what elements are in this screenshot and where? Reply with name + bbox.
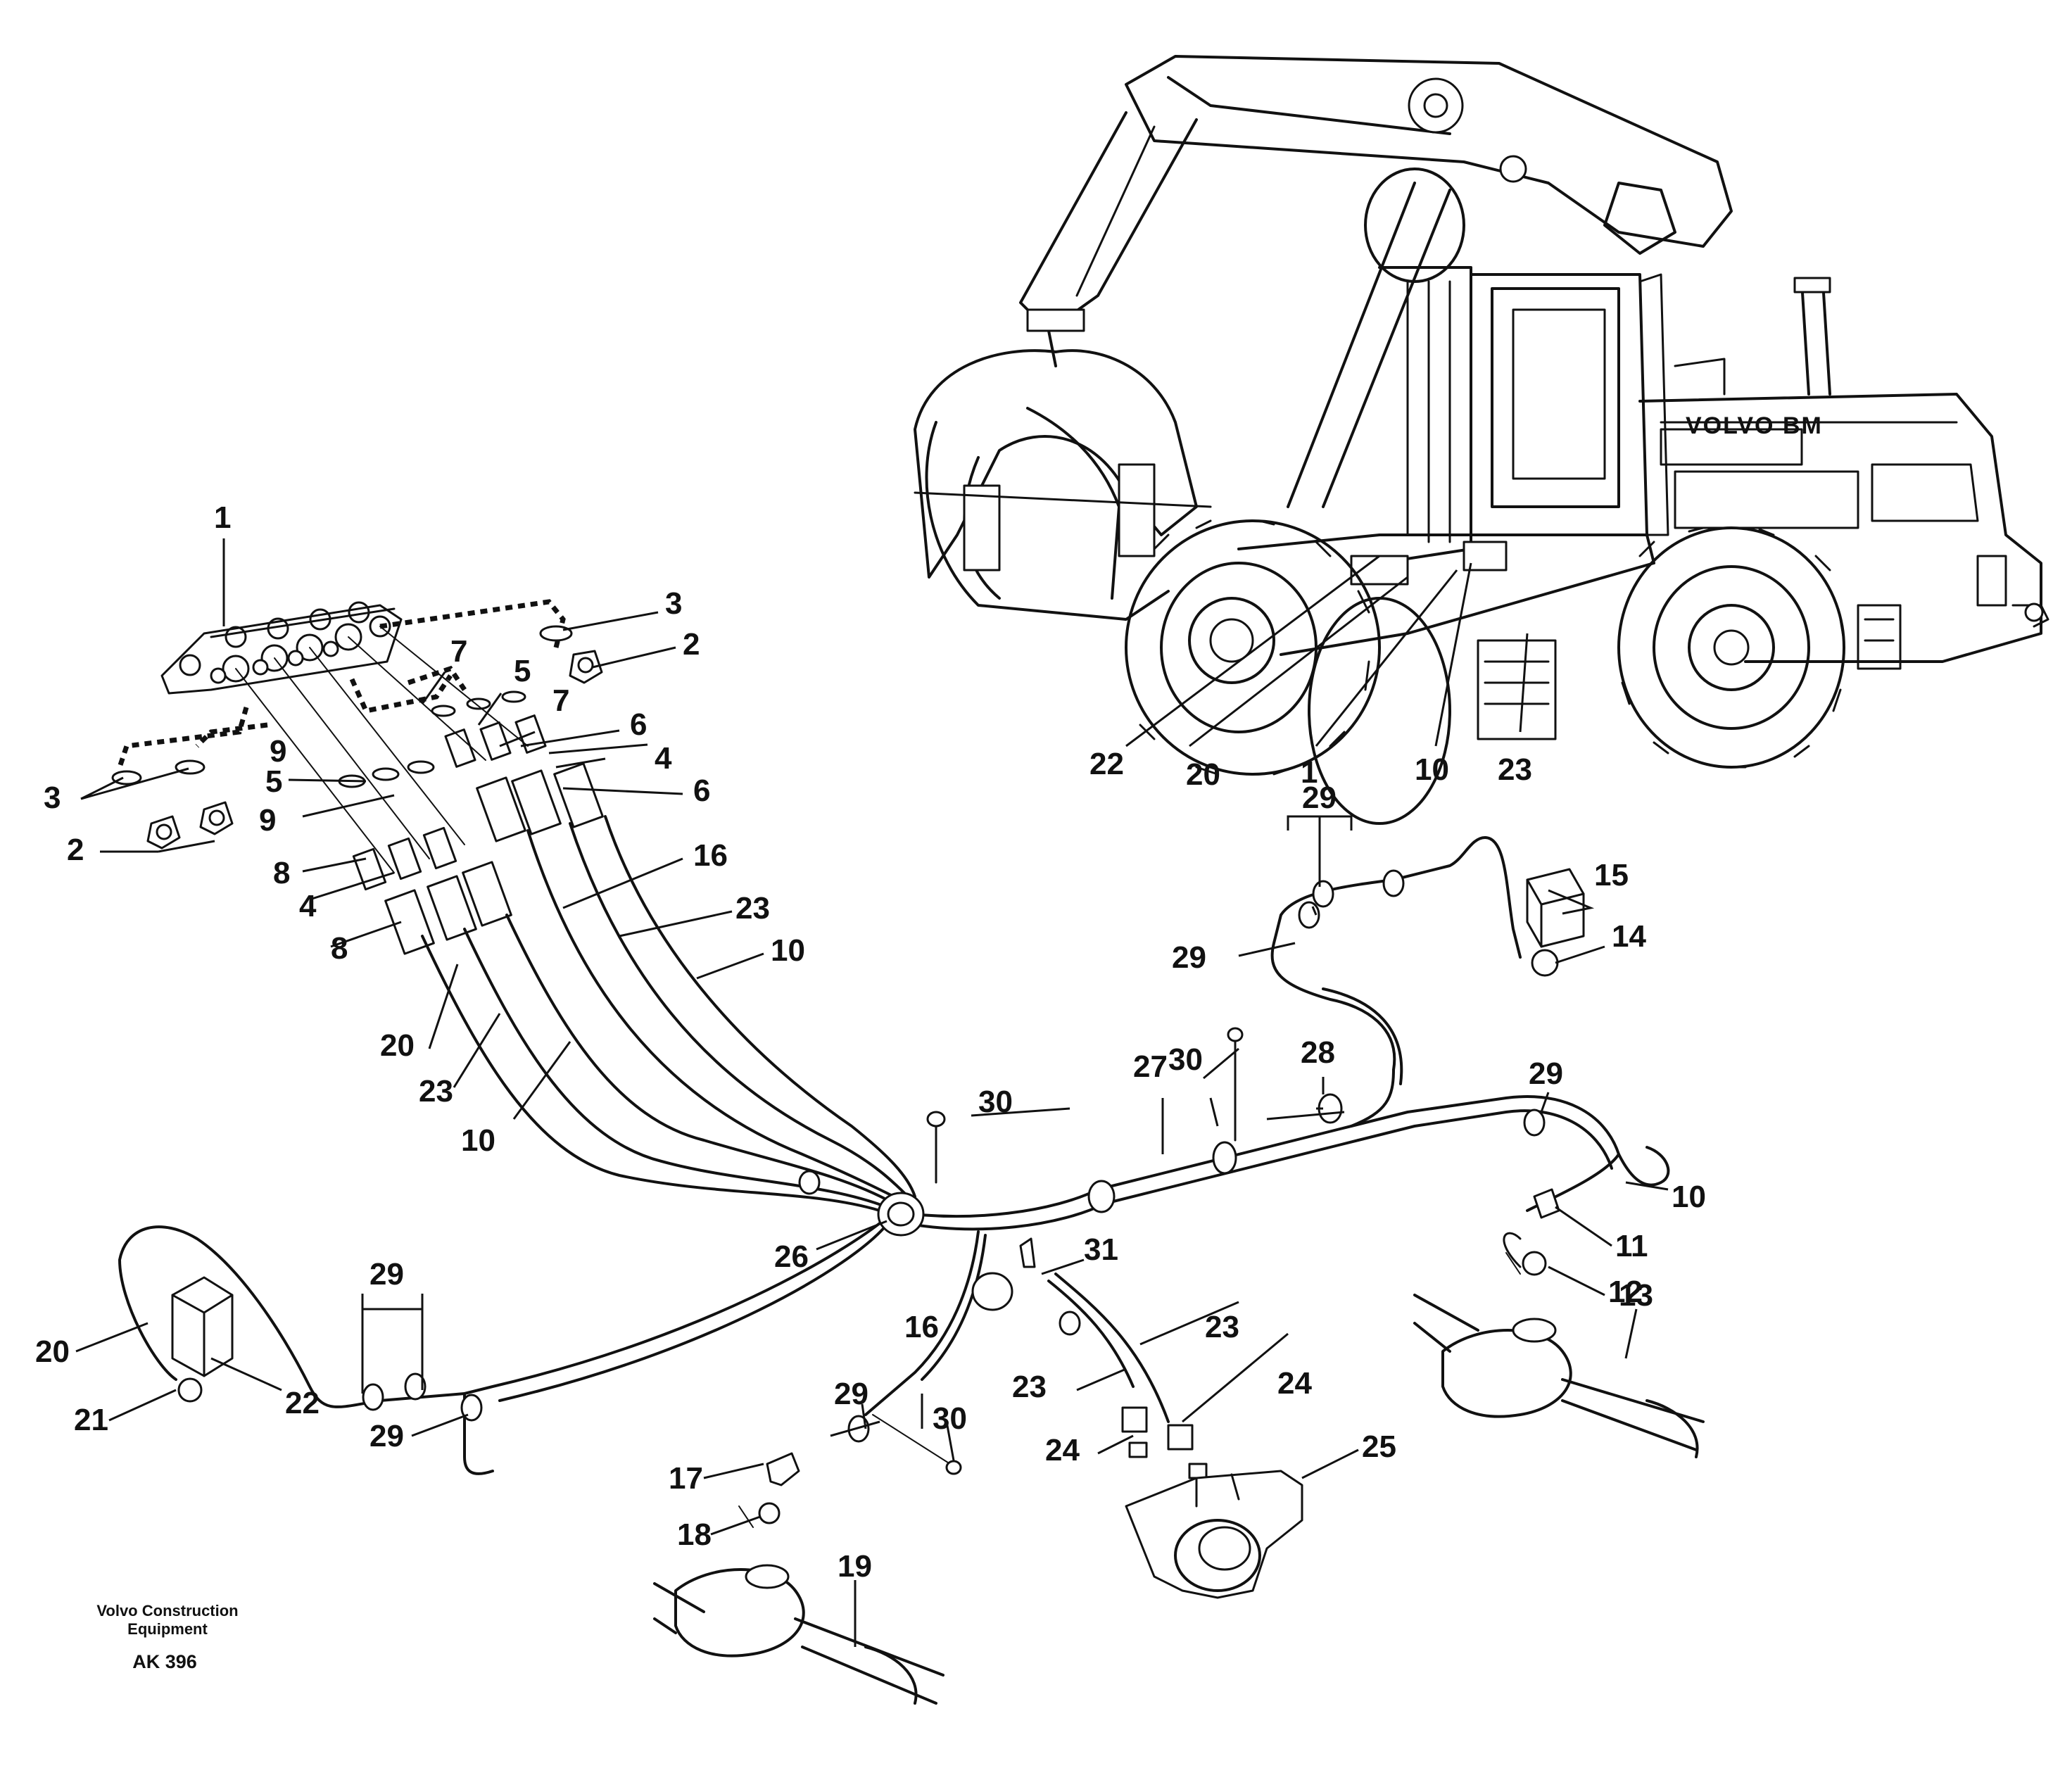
sensor-22 <box>171 1276 234 1403</box>
sensor-15 <box>1526 868 1585 977</box>
callout-30-lower: 30 <box>933 1401 967 1436</box>
callout-10-vehicle: 10 <box>1415 752 1449 787</box>
callout-7-lower: 7 <box>552 683 569 718</box>
callout-5-lower: 5 <box>265 764 282 799</box>
lubrication-points <box>653 1188 1705 1705</box>
callout-1-block: 1 <box>214 500 231 535</box>
callout-11: 11 <box>1615 1229 1648 1263</box>
forestry-loader-illustration: VOLVO BM <box>914 55 2049 825</box>
drawing-code: AK 396 <box>132 1651 197 1672</box>
callout-20-left: 20 <box>35 1334 70 1369</box>
callout-9-lower: 9 <box>259 803 276 838</box>
callout-20-mid: 20 <box>380 1028 415 1063</box>
screws <box>872 1027 1244 1475</box>
company-name-line2: Equipment <box>127 1620 208 1638</box>
callout-29-top: 29 <box>1302 781 1337 815</box>
callout-23-lower: 23 <box>1012 1370 1047 1404</box>
callout-22-left: 22 <box>285 1386 320 1420</box>
callout-4-upper: 4 <box>655 741 672 776</box>
callout-1-vehicle: 1 <box>1301 755 1318 790</box>
callout-25: 25 <box>1362 1429 1396 1464</box>
hose-adapters <box>338 690 604 955</box>
callout-27: 27 <box>1133 1049 1168 1084</box>
callout-19: 19 <box>838 1549 872 1584</box>
callout-10-upper: 10 <box>771 933 805 968</box>
company-name-line1: Volvo Construction <box>96 1602 238 1619</box>
callout-24-lower: 24 <box>1045 1433 1080 1467</box>
callout-4-lower: 4 <box>299 889 317 923</box>
hose-clamps <box>362 869 1546 1443</box>
callout-7-upper: 7 <box>450 634 467 669</box>
callout-16-lower: 16 <box>904 1310 939 1344</box>
hydraulic-hoses <box>118 815 1670 1475</box>
callout-21: 21 <box>74 1403 108 1437</box>
callout-2-right: 2 <box>683 627 700 662</box>
callout-2-left: 2 <box>67 833 84 867</box>
callout-15: 15 <box>1594 858 1629 892</box>
callout-23-vehicle: 23 <box>1498 752 1532 787</box>
callout-24-upper: 24 <box>1277 1366 1312 1401</box>
callout-23-right: 23 <box>1205 1310 1239 1344</box>
callout-labels: 1 3 2 3 2 7 5 7 6 4 6 9 5 9 8 4 8 16 23 … <box>35 500 1706 1584</box>
callout-14: 14 <box>1612 919 1646 954</box>
callout-23-upper: 23 <box>735 891 770 926</box>
callout-26: 26 <box>774 1239 809 1274</box>
callout-leaders <box>75 538 1669 1647</box>
callout-31: 31 <box>1084 1232 1118 1267</box>
footer-block: Volvo Construction Equipment AK 396 <box>96 1602 238 1672</box>
callout-6-upper: 6 <box>630 707 647 742</box>
callout-29-right: 29 <box>1529 1056 1563 1091</box>
callout-23-mid: 23 <box>419 1074 453 1109</box>
callout-3-left: 3 <box>44 781 61 815</box>
callout-10-right: 10 <box>1672 1180 1706 1214</box>
callout-30-top: 30 <box>1168 1042 1203 1077</box>
callout-30-mid: 30 <box>978 1085 1013 1119</box>
callout-17: 17 <box>669 1461 703 1496</box>
callout-6-lower: 6 <box>693 774 710 808</box>
rear-wheel <box>1617 526 1845 769</box>
callout-8-lower: 8 <box>331 931 348 966</box>
callout-20-vehicle: 20 <box>1186 757 1220 792</box>
callout-10-mid: 10 <box>461 1123 495 1158</box>
callout-22-vehicle: 22 <box>1089 747 1124 781</box>
callout-29-left: 29 <box>369 1257 404 1292</box>
callout-5-upper: 5 <box>514 654 531 688</box>
callout-18: 18 <box>677 1517 712 1552</box>
callout-16-upper: 16 <box>693 838 728 873</box>
callout-29-lower: 29 <box>834 1377 868 1411</box>
callout-29-left-lower: 29 <box>369 1419 404 1453</box>
callout-13: 13 <box>1619 1278 1653 1313</box>
callout-9-upper: 9 <box>270 734 286 769</box>
block-connection-lines <box>235 626 529 873</box>
callout-12: 12 <box>1608 1275 1643 1309</box>
callout-8-upper: 8 <box>273 856 290 890</box>
distribution-block-assembly <box>160 601 403 695</box>
plugs-and-washers <box>111 625 603 850</box>
callout-28: 28 <box>1301 1035 1335 1070</box>
vehicle-brand-label: VOLVO BM <box>1686 412 1823 439</box>
callout-29-left-upper: 29 <box>1172 940 1206 975</box>
callout-3-right: 3 <box>665 586 682 621</box>
